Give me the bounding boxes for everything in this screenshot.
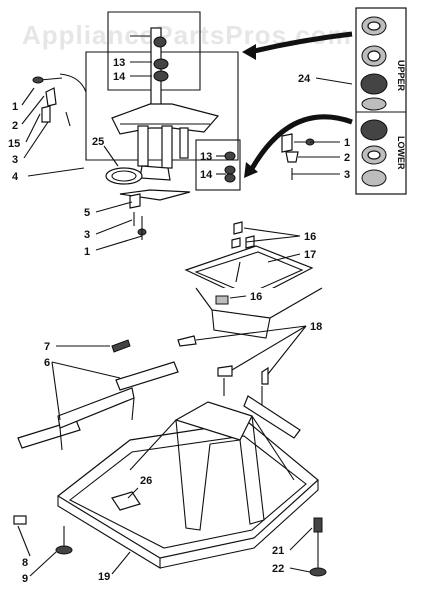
leveling-leg-left [13,515,73,555]
leader-lines [17,35,353,577]
bearing-lower-label: LOWER [396,136,406,170]
callout-13b: 13 [200,151,212,163]
leveling-leg-right [309,517,327,577]
base-pedestal [129,401,295,531]
callout-numbers: 1 2 15 3 4 25 13 14 24 1 2 3 13 14 5 3 1… [8,57,350,585]
clip-16-parts [231,221,255,249]
base-frame [56,421,319,569]
callout-3b: 3 [344,169,350,181]
watermark: AppliancePartsPros.com [22,20,352,50]
callout-17: 17 [304,249,316,261]
callout-22: 22 [272,563,284,575]
callout-19: 19 [98,571,110,583]
callout-14b: 14 [200,169,213,181]
lower-left-hardware [129,193,147,240]
damper-straps-6 [17,361,179,449]
callout-1a: 1 [12,101,18,113]
callout-14a: 14 [113,71,126,83]
callout-21: 21 [272,545,284,557]
callout-1b: 1 [344,137,350,149]
left-hardware [32,73,87,127]
bearing-panel: UPPER LOWER [355,7,407,195]
callout-7: 7 [44,341,50,353]
clips-18 [177,335,269,410]
callout-13a: 13 [113,57,125,69]
bracket-26 [111,491,141,511]
callout-5: 5 [84,207,90,219]
right-inset-box [195,139,241,191]
callout-24: 24 [298,73,311,85]
callout-26: 26 [140,475,152,487]
bracket-17 [184,245,323,339]
callout-4: 4 [12,171,19,183]
ring-25 [105,167,143,185]
callout-2a: 2 [12,120,18,132]
callout-3a: 3 [12,154,18,166]
callout-18: 18 [310,321,322,333]
callout-16a: 16 [304,231,316,243]
callout-arrows-bearings [242,31,353,178]
callout-16b: 16 [250,291,262,303]
callout-25: 25 [92,136,104,148]
right-hardware [281,133,330,180]
spring-7 [111,339,131,353]
callout-3c: 3 [84,229,90,241]
side-rails [57,387,301,451]
callout-15: 15 [8,138,20,150]
callout-9: 9 [22,573,28,585]
gearcase-frame [85,11,239,161]
callout-8: 8 [22,557,28,569]
callout-1c: 1 [84,246,90,258]
spider-gearcase [111,103,220,201]
callout-2b: 2 [344,152,350,164]
bearing-upper-label: UPPER [396,60,406,92]
callout-6: 6 [44,357,50,369]
